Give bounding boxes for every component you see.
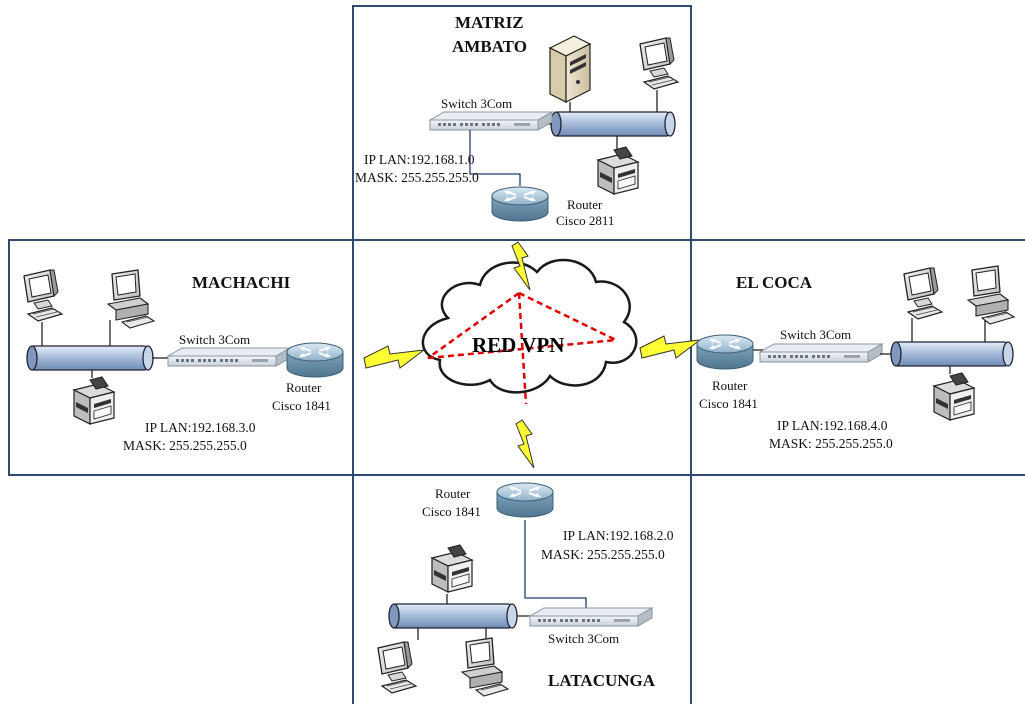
laser-printer-icon [597, 146, 639, 195]
router-label-machachi-line2: Cisco 1841 [272, 398, 331, 413]
switch-label-coca: Switch 3Com [780, 327, 851, 342]
site-name-machachi: MACHACHI [192, 273, 291, 292]
lan-drops-latacunga [417, 594, 487, 640]
router-label-ambato-line2: Cisco 2811 [556, 213, 614, 228]
ip-lan-latacunga: IP LAN:192.168.2.0 [563, 528, 674, 543]
vpn-link-ambato-machachi [427, 291, 520, 360]
desktop-computer-icon [23, 269, 63, 322]
desktop-computer-icon [639, 37, 679, 90]
router-label-coca-line1: Router [712, 378, 748, 393]
network-switch-icon [759, 343, 883, 363]
router-icon [286, 342, 344, 378]
laser-printer-icon [431, 544, 473, 593]
switch-label-latacunga: Switch 3Com [548, 631, 619, 646]
ip-lan-ambato: IP LAN:192.168.1.0 [364, 152, 475, 167]
router-label-latacunga-line2: Cisco 1841 [422, 504, 481, 519]
vpn-link-machachi-coca [427, 338, 617, 360]
desktop-computer-icon [903, 267, 943, 320]
site-matriz-ambato: MATRIZ AMBATO Switch 3Com [355, 13, 679, 228]
cloud-label: RED VPN [472, 333, 564, 357]
site-latacunga: Router Cisco 1841 IP LAN:192.168.2.0 MAS… [377, 482, 674, 697]
pc-tower-icon [107, 269, 155, 329]
site-name-el-coca: EL COCA [736, 273, 813, 292]
frame-machachi [8, 239, 354, 476]
lan-drops-coca [911, 318, 986, 374]
laser-printer-icon [933, 372, 975, 421]
pc-tower-icon [461, 637, 509, 697]
vpn-tunnels [427, 291, 617, 405]
wan-lightning-icon-machachi [363, 345, 425, 369]
mask-machachi: MASK: 255.255.255.0 [123, 438, 247, 453]
site-el-coca: EL COCA Router Cisco 1841 Switch 3Com IP… [696, 265, 1015, 451]
network-switch-icon [167, 347, 291, 367]
wan-lightning-icon-latacunga [515, 419, 535, 469]
desktop-computer-icon [377, 641, 417, 694]
lan-drops-machachi [41, 320, 111, 378]
cloud-icon [421, 258, 638, 394]
router-label-coca-line2: Cisco 1841 [699, 396, 758, 411]
router-label-machachi-line1: Router [286, 380, 322, 395]
router-icon [491, 186, 549, 222]
site-name-ambato-line2: AMBATO [452, 37, 527, 56]
mask-ambato: MASK: 255.255.255.0 [355, 170, 479, 185]
mask-coca: MASK: 255.255.255.0 [769, 436, 893, 451]
router-icon [496, 482, 554, 518]
switch-label-ambato: Switch 3Com [441, 96, 512, 111]
router-label-latacunga-line1: Router [435, 486, 471, 501]
site-name-latacunga: LATACUNGA [548, 671, 656, 690]
lan-backbone-icon [388, 603, 518, 629]
site-frames [8, 5, 1025, 704]
switch-label-machachi: Switch 3Com [179, 332, 250, 347]
ip-lan-coca: IP LAN:192.168.4.0 [777, 418, 888, 433]
lan-drops-ambato [569, 90, 658, 150]
router-label-ambato-line1: Router [567, 197, 603, 212]
network-switch-icon [529, 607, 653, 627]
pc-tower-icon [967, 265, 1015, 325]
lan-backbone-icon [890, 341, 1014, 367]
site-name-ambato-line1: MATRIZ [455, 13, 524, 32]
lan-backbone-icon [550, 111, 676, 137]
network-switch-icon [429, 111, 553, 131]
mask-latacunga: MASK: 255.255.255.0 [541, 547, 665, 562]
router-icon [696, 334, 754, 370]
site-machachi: MACHACHI Switch 3Com Router Cisco 1841 I… [23, 269, 344, 453]
laser-printer-icon [73, 376, 115, 425]
vpn-link-ambato-coca [518, 291, 617, 342]
server-icon [548, 35, 592, 103]
lan-backbone-icon [26, 345, 154, 371]
ip-lan-machachi: IP LAN:192.168.3.0 [145, 420, 256, 435]
